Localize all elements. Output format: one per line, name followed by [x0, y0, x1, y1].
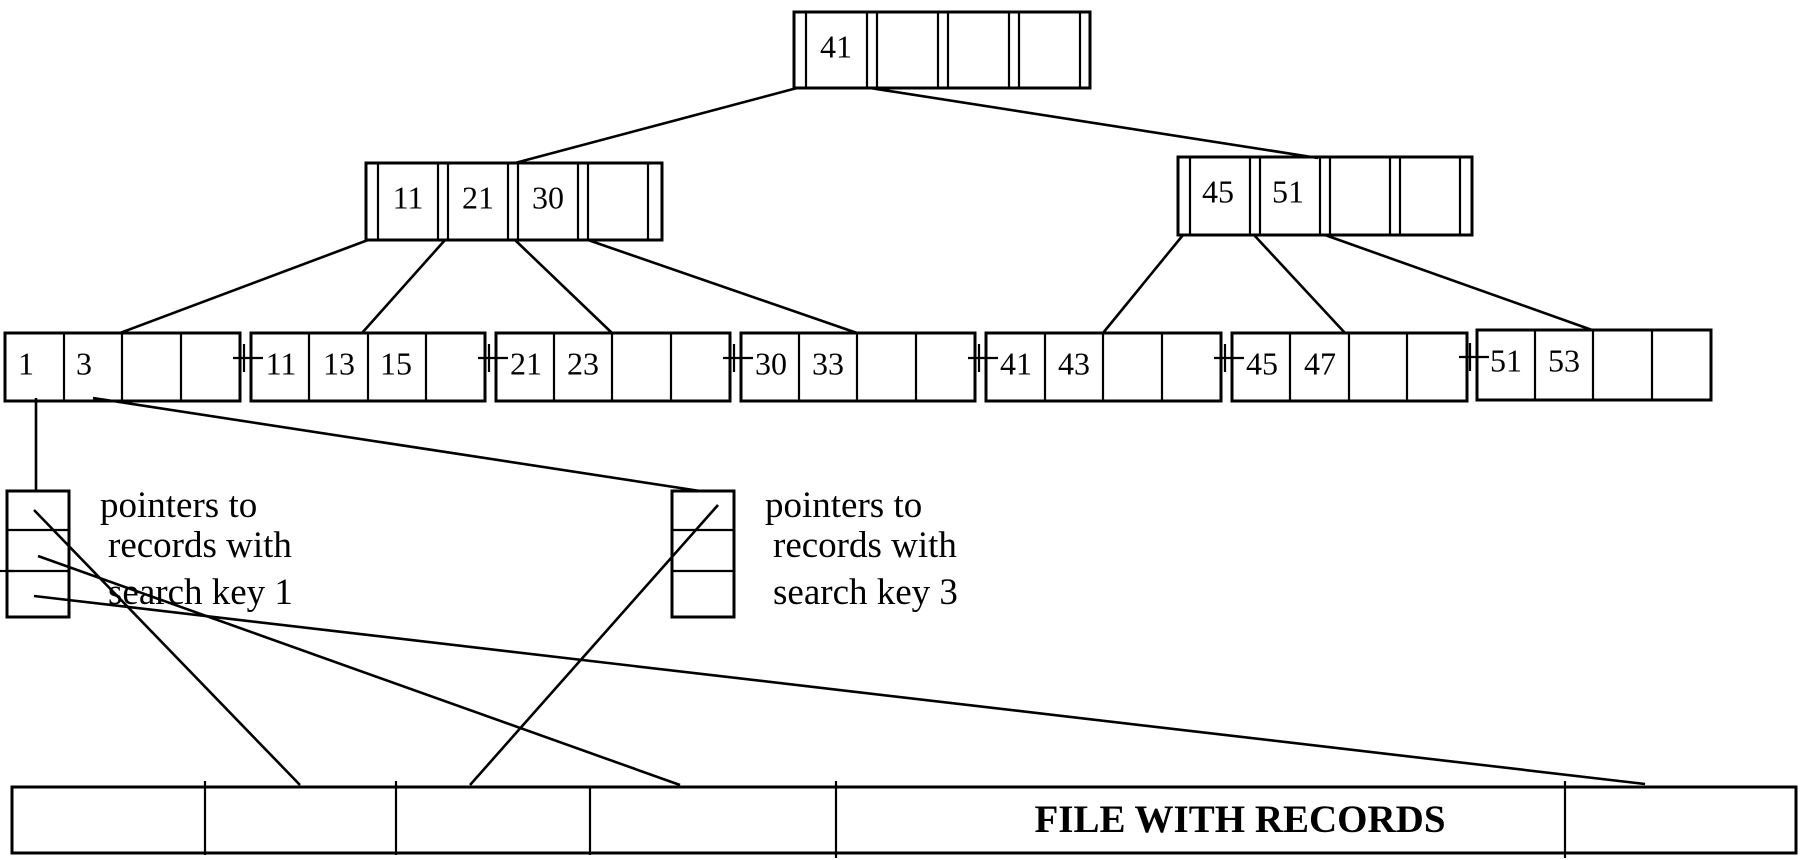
record-pointer-edges [33, 504, 1646, 787]
edge-internal-to-leaf-1 [119, 238, 369, 335]
leaf-key: 23 [567, 345, 599, 381]
leaf-node-5: 41 43 [984, 331, 1223, 403]
edge-internal-to-leaf-5 [1101, 234, 1185, 334]
leaf-key: 15 [380, 345, 412, 381]
bucket-2-label-line-1: pointers to [765, 485, 922, 526]
bucket-1-label-line-2: records with [108, 525, 292, 566]
edge-internal-to-leaf-2 [361, 239, 446, 334]
bucket-1-label-line-1: pointers to [100, 485, 257, 526]
edge-root-to-left-internal [514, 86, 798, 165]
internal-key: 51 [1272, 173, 1304, 209]
internal-node-right: 45 51 [1176, 155, 1474, 237]
leaf-to-bucket-edges [34, 396, 701, 493]
record-pointer [37, 554, 681, 787]
leaf-key: 45 [1246, 345, 1278, 381]
record-pointer [33, 594, 1646, 786]
internal-key: 21 [462, 179, 494, 215]
bucket-key-3 [670, 489, 736, 619]
leaf-node-7: 51 53 [1475, 328, 1713, 402]
edge-internal-to-leaf-7 [1324, 233, 1593, 332]
bucket-key-1 [0, 489, 71, 619]
leaf-key: 43 [1058, 345, 1090, 381]
leaf-key: 47 [1304, 345, 1336, 381]
bucket-2-label-line-3: search key 3 [773, 572, 958, 613]
leaf-key: 21 [510, 345, 542, 381]
leaf-key: 53 [1548, 342, 1580, 378]
leaf-node-3: 21 23 [494, 331, 732, 403]
file-label: FILE WITH RECORDS [1034, 798, 1445, 841]
leaf-key: 33 [812, 345, 844, 381]
leaf-node-2: 11 13 15 [249, 331, 487, 403]
edge-key3-to-bucket [92, 396, 701, 493]
root-key: 41 [820, 28, 852, 64]
internal-node-left: 11 21 30 [364, 161, 664, 242]
leaf-key: 1 [18, 345, 34, 381]
leaf-node-1: 1 3 [3, 331, 242, 403]
leaf-key: 3 [76, 345, 92, 381]
leaf-sibling-pointers [233, 343, 1489, 372]
leaf-key: 41 [1000, 345, 1032, 381]
edge-root-to-right-internal [869, 86, 1319, 160]
record-pointer [469, 504, 719, 786]
bucket-2-label-line-2: records with [773, 525, 957, 566]
bucket-1-label-line-3: search key 1 [108, 572, 293, 613]
leaf-key: 11 [266, 345, 297, 381]
leaf-key: 13 [323, 345, 355, 381]
internal-key: 30 [532, 179, 564, 215]
edge-internal-to-leaf-6 [1253, 234, 1346, 334]
edge-internal-to-leaf-4 [587, 238, 858, 335]
edge-internal-to-leaf-3 [514, 239, 613, 334]
internal-key: 45 [1202, 173, 1234, 209]
internal-key: 11 [393, 179, 424, 215]
tree-edges [119, 86, 1593, 335]
leaf-key: 51 [1490, 342, 1522, 378]
leaf-key: 30 [755, 345, 787, 381]
record-pointer [33, 509, 301, 786]
leaf-node-6: 45 47 [1230, 331, 1469, 403]
leaf-node-4: 30 33 [739, 331, 977, 403]
root-node: 41 [792, 10, 1092, 90]
record-file: FILE WITH RECORDS [10, 781, 1798, 858]
